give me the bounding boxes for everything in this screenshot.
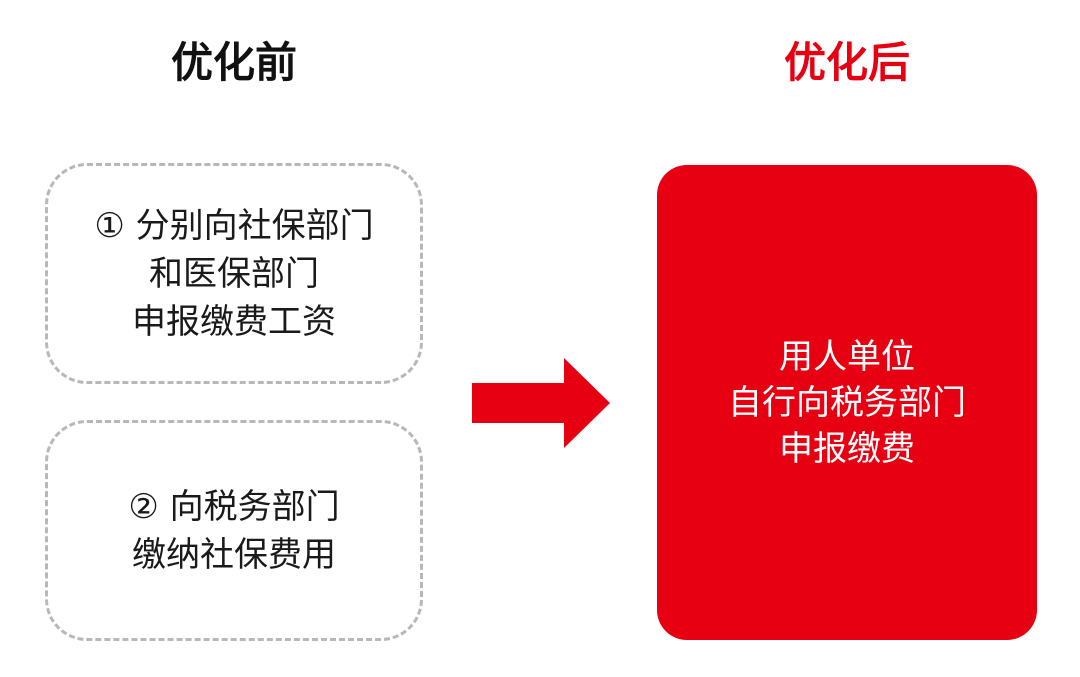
after-result-box: 用人单位 自行向税务部门 申报缴费	[657, 165, 1037, 640]
before-step-2-box: ② 向税务部门 缴纳社保费用	[45, 420, 423, 641]
step-2-line-2: 缴纳社保费用	[131, 534, 336, 575]
step-1-line-3: 申报缴费工资	[131, 301, 336, 342]
after-heading: 优化后	[783, 38, 911, 87]
right-arrow-icon	[472, 358, 610, 448]
result-line-2: 自行向税务部门	[728, 382, 966, 423]
before-step-1-text: ① 分别向社保部门 和医保部门 申报缴费工资	[94, 202, 373, 346]
after-result-text: 用人单位 自行向税务部门 申报缴费	[728, 334, 966, 472]
step-1-line-2: 和医保部门	[148, 253, 319, 294]
before-heading: 优化前	[170, 38, 298, 87]
step-1-line-1: ① 分别向社保部门	[94, 205, 374, 246]
before-step-1-box: ① 分别向社保部门 和医保部门 申报缴费工资	[45, 163, 423, 384]
step-2-line-1: ② 向税务部门	[128, 486, 340, 527]
before-step-2-text: ② 向税务部门 缴纳社保费用	[128, 483, 339, 579]
result-line-3: 申报缴费	[779, 428, 915, 469]
result-line-1: 用人单位	[779, 336, 915, 377]
